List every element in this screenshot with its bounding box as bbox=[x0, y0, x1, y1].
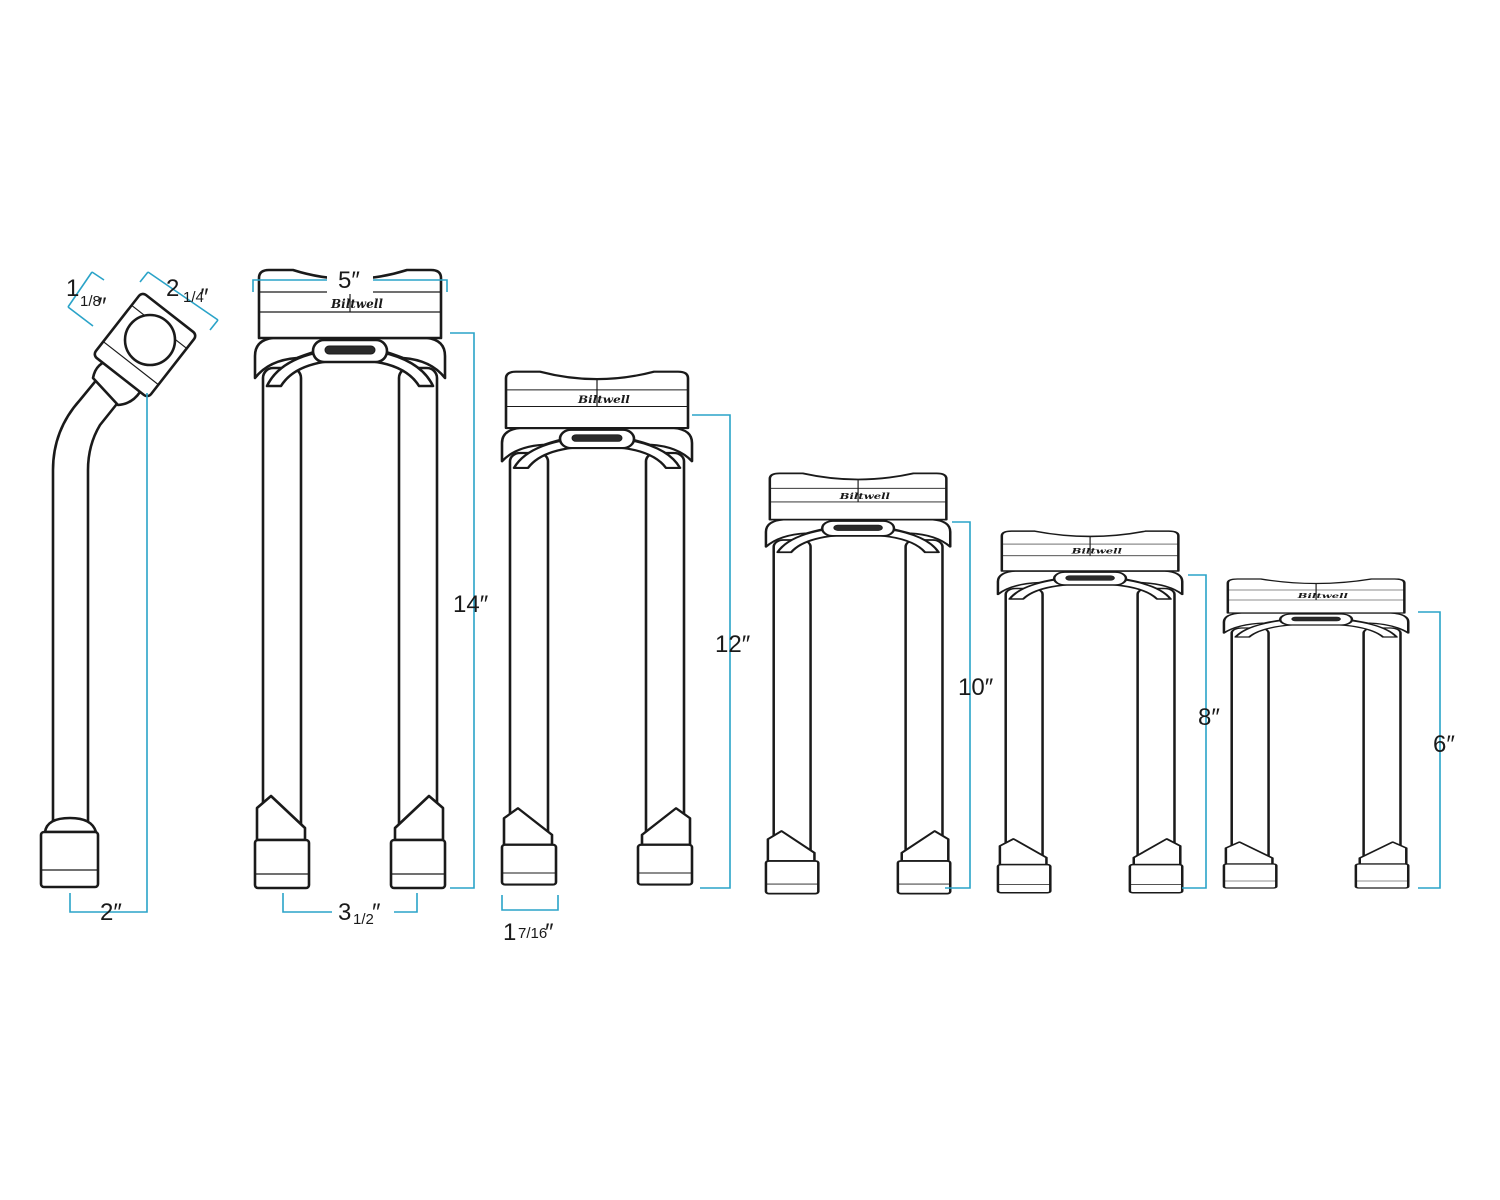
height-label: 8″ bbox=[1198, 704, 1220, 731]
riser-10-inch: 10″ bbox=[764, 472, 994, 895]
riser-8-inch: 8″ bbox=[996, 529, 1220, 894]
spacing-fraction: 1/2 bbox=[353, 911, 374, 928]
inch-mark: ″ bbox=[545, 919, 554, 946]
label-backdrop bbox=[332, 898, 394, 926]
inch-mark: ″ bbox=[200, 284, 209, 311]
base-offset-label: 2″ bbox=[100, 899, 122, 926]
inch-mark: ″ bbox=[372, 899, 381, 926]
bar-diameter-label: 1 bbox=[66, 275, 79, 302]
height-label: 10″ bbox=[958, 674, 994, 701]
bar-diameter-fraction: 1/8 bbox=[80, 293, 101, 310]
side-view-dimensions: 2″ 2 1/4 ″ 1 1/8 ″ bbox=[66, 271, 219, 926]
label-backdrop bbox=[327, 266, 373, 294]
width-label: 5″ bbox=[338, 267, 360, 294]
clamp-width-fraction: 1/4 bbox=[183, 289, 204, 306]
spacing-label: 3 bbox=[338, 899, 351, 926]
tube-diameter-label: 1 bbox=[503, 919, 516, 946]
riser-12-inch: 12″ 1 7/16 ″ bbox=[500, 370, 751, 946]
clamp-width-label: 2 bbox=[166, 275, 179, 302]
height-label: 6″ bbox=[1433, 731, 1455, 758]
side-view-riser bbox=[39, 292, 197, 889]
riser-14-inch: 14″ 5″ 3 1/2 ″ bbox=[252, 266, 489, 928]
inch-mark: ″ bbox=[98, 293, 107, 320]
height-label: 12″ bbox=[715, 631, 751, 658]
tube-diameter-fraction: 7/16 bbox=[518, 925, 547, 942]
height-label: 14″ bbox=[453, 591, 489, 618]
riser-6-inch: 6″ bbox=[1222, 577, 1455, 890]
